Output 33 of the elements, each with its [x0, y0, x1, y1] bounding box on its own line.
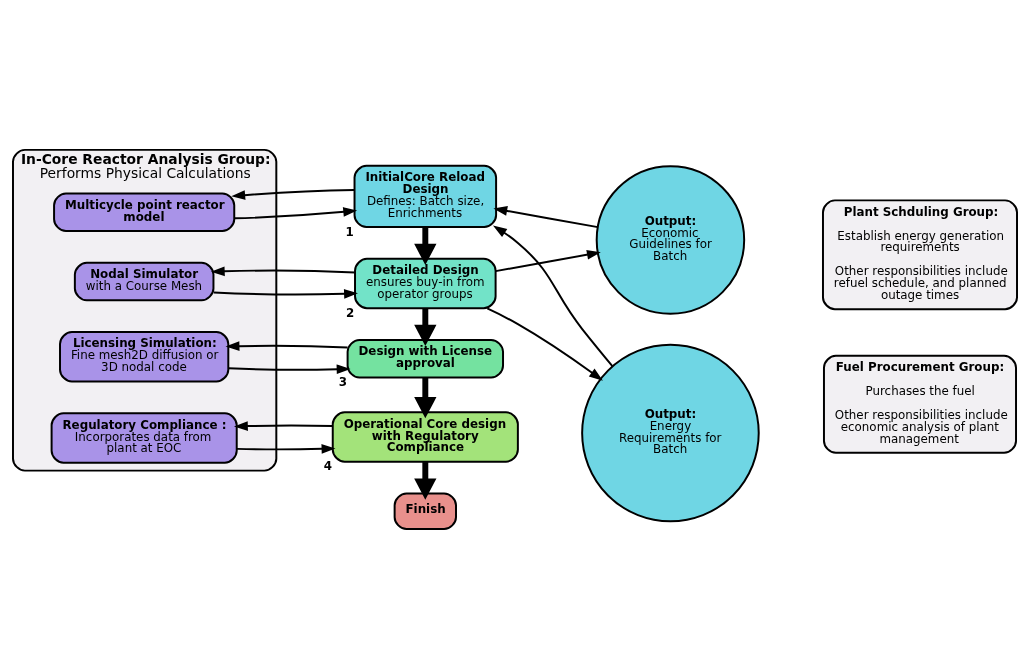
node-box: Multicycle point reactor model: [53, 192, 236, 233]
node-label: 3: [338, 375, 347, 390]
arrow: [494, 249, 601, 273]
node-box: Nodal Simulator with a Course Mesh: [73, 261, 215, 302]
node-circle: Output: Economic Guidelines for Batch: [595, 165, 746, 315]
arrow: [231, 188, 356, 200]
arrow: [227, 364, 351, 375]
node-label: 4: [323, 459, 333, 474]
node-label: 2: [346, 305, 355, 320]
node-box: Finish: [393, 492, 457, 531]
node-box: InitialCore Reload Design Defines: Batch size, Enrichments: [353, 164, 498, 229]
node-label: 1: [345, 224, 354, 239]
arrow: [212, 288, 358, 299]
node-box: Design with License approval: [346, 338, 504, 379]
arrow: [414, 308, 437, 347]
arrow: [233, 421, 334, 431]
arrow: [225, 341, 349, 351]
node-box: Fuel Procurement Group: Purchases the fuel Other responsibilities include economic analysis of plant management: [823, 354, 1017, 454]
node-circle: Output: Energy Requirements for Batch: [581, 343, 760, 523]
node-box: Operational Core design with Regulatory Compliance: [331, 411, 519, 463]
arrow: [414, 377, 437, 419]
arrow: [233, 207, 358, 220]
arrow: [493, 206, 599, 229]
arrow: [210, 266, 356, 277]
node-box: Plant Schduling Group: Establish energy generation requirements Other responsibilities include refuel schedule, and planned outage times: [822, 199, 1018, 311]
node-box: Licensing Simulation: Fine mesh2D diffusion or 3D nodal code: [59, 331, 230, 383]
arrow: [414, 462, 437, 500]
node-box: Detailed Design ensures buy-in from operator groups: [354, 257, 497, 310]
arrow: [486, 307, 603, 381]
arrow: [414, 227, 437, 266]
arrow: [235, 444, 336, 454]
arrow: [492, 225, 614, 368]
node-box: Regulatory Compliance : Incorporates data from plant at EOC: [50, 412, 238, 464]
